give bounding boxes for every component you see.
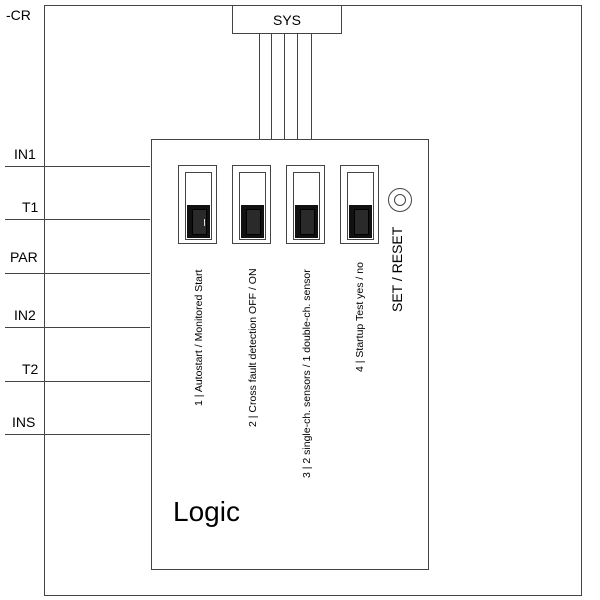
sys-wire-1 xyxy=(259,33,260,140)
sys-label: SYS xyxy=(272,11,301,28)
dip-caption-4: 4 | Startup Test yes / no xyxy=(354,262,366,372)
dip-switch-slot xyxy=(239,172,266,240)
enclosure-label: -CR xyxy=(6,7,31,23)
pin-label-in1: IN1 xyxy=(14,146,36,162)
pin-wire-par xyxy=(5,273,150,274)
sys-wire-4 xyxy=(297,33,298,140)
dip-caption-1: 1 | Autostart / Monitored Start xyxy=(193,269,205,406)
dip-switch-slot xyxy=(293,172,320,240)
pin-label-t2: T2 xyxy=(22,361,39,377)
sys-connector: SYS xyxy=(232,5,342,34)
dip-caption-3: 3 | 2 single-ch. sensors / 1 double-ch. … xyxy=(301,269,313,478)
pin-wire-in2 xyxy=(5,327,150,328)
pin-label-par: PAR xyxy=(10,249,38,265)
dip-switch-knob xyxy=(241,205,264,238)
dip-switch-knob xyxy=(295,205,318,238)
dip-switch-4[interactable] xyxy=(340,165,379,244)
dip-switch-slot xyxy=(347,172,374,240)
pin-wire-in1 xyxy=(5,166,150,167)
dip-switch-3[interactable] xyxy=(286,165,325,244)
dip-switch-knob xyxy=(187,205,210,238)
pin-wire-ins xyxy=(5,434,150,435)
dip-caption-2: 2 | Cross fault detection OFF / ON xyxy=(247,268,259,427)
set-reset-button[interactable] xyxy=(388,188,412,212)
pin-wire-t1 xyxy=(5,219,150,220)
pin-label-ins: INS xyxy=(12,414,36,430)
dip-switch-1[interactable] xyxy=(178,165,217,244)
pin-label-t1: T1 xyxy=(22,199,39,215)
sys-wire-2 xyxy=(271,33,272,140)
dip-switch-2[interactable] xyxy=(232,165,271,244)
dip-switch-knob xyxy=(349,205,372,238)
pin-wire-t2 xyxy=(5,381,150,382)
pin-label-in2: IN2 xyxy=(14,307,36,323)
reset-button-icon xyxy=(394,194,406,206)
dip-switch-mark xyxy=(204,219,205,226)
dip-switch-slot xyxy=(185,172,212,240)
sys-wire-3 xyxy=(284,33,285,140)
logic-label: Logic xyxy=(173,496,240,527)
set-reset-label: SET / RESET xyxy=(389,226,405,312)
sys-wire-5 xyxy=(311,33,312,140)
